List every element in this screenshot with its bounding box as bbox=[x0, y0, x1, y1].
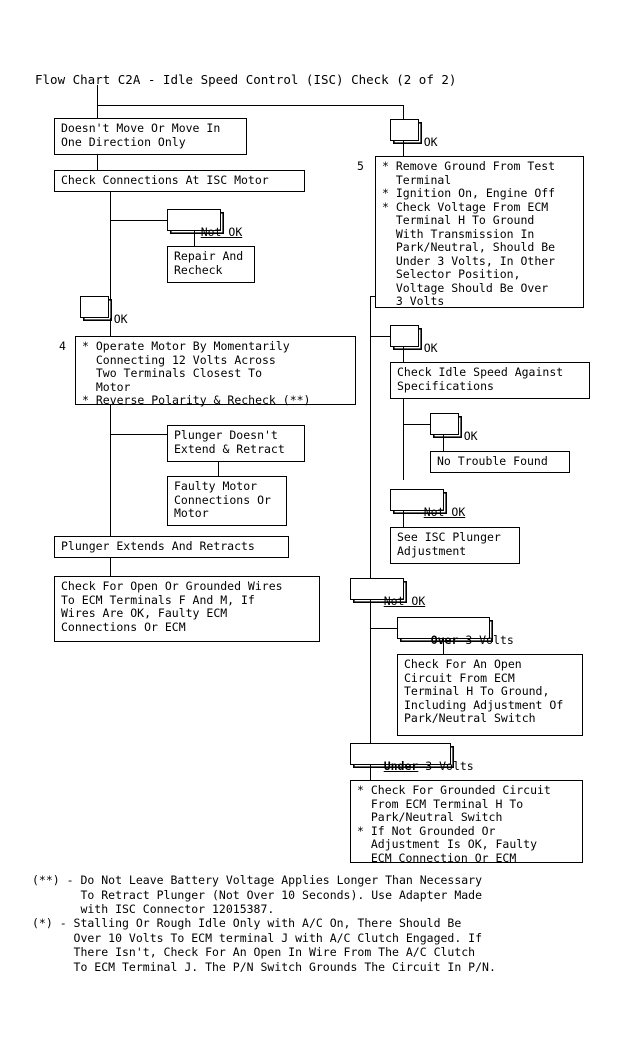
footnote-single-star: (*) - Stalling Or Rough Idle Only with A… bbox=[32, 916, 496, 974]
tag-ok-no-trouble: OK bbox=[430, 413, 478, 442]
connector-voltage-spine bbox=[370, 600, 371, 786]
connector-left-branch-down bbox=[97, 105, 98, 118]
node-step4: * Operate Motor By Momentarily Connectin… bbox=[75, 336, 356, 407]
tag-over-3-volts: Over 3 Volts bbox=[397, 617, 514, 646]
tag-three-volts-label: 3 Volts bbox=[418, 758, 474, 773]
page-title: Flow Chart C2A - Idle Speed Control (ISC… bbox=[35, 72, 457, 87]
tag-not-ok-label: Not OK bbox=[423, 504, 466, 519]
node-step5: * Remove Ground From Test Terminal * Ign… bbox=[375, 156, 584, 308]
tag-ok-label: OK bbox=[113, 311, 128, 326]
step-label-4: 4 bbox=[59, 339, 66, 353]
connector-ok-to-step4 bbox=[110, 318, 111, 336]
tag-under-label: Under bbox=[383, 758, 419, 773]
tag-ok-top-right: OK bbox=[390, 119, 438, 148]
node-plunger-doesnt-extend: Plunger Doesn't Extend & Retract bbox=[167, 425, 305, 462]
tag-not-ok-label: Not OK bbox=[200, 224, 243, 239]
connector-step5-spine-top bbox=[370, 296, 376, 297]
tag-under-3-volts: Under 3 Volts bbox=[350, 743, 474, 772]
connector-under-to-check-grounded bbox=[370, 765, 371, 780]
tag-over-label: Over bbox=[430, 632, 459, 647]
connector-step5-spine bbox=[370, 296, 371, 580]
connector-ok-to-no-trouble bbox=[443, 435, 444, 451]
tag-not-ok-voltage: Not OK bbox=[350, 578, 425, 607]
connector-over-to-check-open bbox=[443, 639, 444, 654]
connector-plunger-doesnt-to-faulty bbox=[218, 462, 219, 476]
node-check-idle-speed: Check Idle Speed Against Specifications bbox=[390, 362, 590, 399]
tag-not-ok-idle: Not OK bbox=[390, 489, 465, 518]
connector-to-ok-no-trouble bbox=[403, 424, 430, 425]
connector-title-down bbox=[97, 85, 98, 105]
tag-ok-connections: OK bbox=[80, 296, 128, 325]
connector-to-not-ok-1 bbox=[110, 220, 167, 221]
tag-ok-label: OK bbox=[463, 428, 478, 443]
connector-spine-to-ok-idle bbox=[370, 336, 397, 337]
connector-ok-to-step5 bbox=[403, 141, 404, 156]
node-check-open-circuit: Check For An Open Circuit From ECM Termi… bbox=[397, 654, 583, 736]
connector-doesnt-move-down bbox=[97, 155, 98, 170]
footnote-double-star: (**) - Do Not Leave Battery Voltage Appl… bbox=[32, 873, 483, 916]
connector-check-connections-down bbox=[110, 192, 111, 307]
connector-right-branch-down bbox=[403, 105, 404, 119]
connector-to-over-3-volts bbox=[370, 628, 397, 629]
node-check-connections: Check Connections At ISC Motor bbox=[54, 170, 305, 192]
tag-three-volts-label: 3 Volts bbox=[458, 632, 514, 647]
connector-ok-to-check-idle bbox=[403, 347, 404, 362]
connector-check-idle-down bbox=[403, 399, 404, 480]
tag-ok-idle-speed: OK bbox=[390, 325, 438, 354]
node-faulty-motor: Faulty Motor Connections Or Motor bbox=[167, 476, 287, 526]
tag-ok-label: OK bbox=[423, 134, 438, 149]
step-label-5: 5 bbox=[357, 159, 364, 173]
connector-step4-down bbox=[110, 405, 111, 536]
connector-to-plunger-doesnt bbox=[110, 434, 167, 435]
node-repair-recheck: Repair And Recheck bbox=[167, 246, 255, 283]
tag-not-ok-label: Not OK bbox=[383, 593, 426, 608]
connector-title-split bbox=[97, 105, 404, 106]
node-doesnt-move: Doesn't Move Or Move In One Direction On… bbox=[54, 118, 247, 155]
node-check-grounded-circuit: * Check For Grounded Circuit From ECM Te… bbox=[350, 780, 583, 864]
connector-plunger-extends-down bbox=[110, 558, 111, 576]
tag-ok-label: OK bbox=[423, 340, 438, 355]
node-plunger-extends: Plunger Extends And Retracts bbox=[54, 536, 289, 558]
tag-not-ok-connections: Not OK bbox=[167, 209, 242, 238]
node-check-open-grounded: Check For Open Or Grounded Wires To ECM … bbox=[54, 576, 320, 642]
node-no-trouble-found: No Trouble Found bbox=[430, 451, 570, 473]
node-see-isc-plunger: See ISC Plunger Adjustment bbox=[390, 527, 520, 564]
connector-not-ok-to-see-isc bbox=[403, 511, 404, 527]
connector-not-ok-to-repair bbox=[194, 231, 195, 246]
